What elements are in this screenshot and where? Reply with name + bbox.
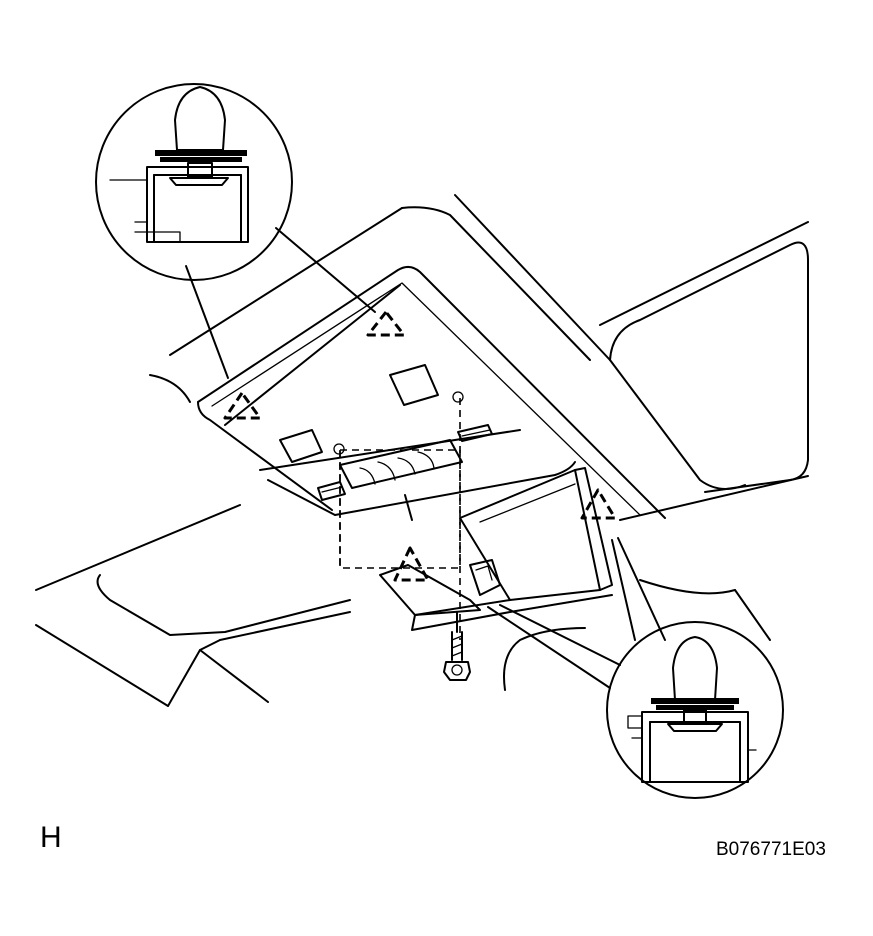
clip-4 <box>393 546 430 582</box>
clip-detail-lower-right <box>606 621 784 799</box>
view-letter-label: H <box>40 821 62 854</box>
screw <box>443 611 471 681</box>
overhead-console <box>197 266 666 631</box>
callout-leaders <box>185 227 666 689</box>
clip-small-circles <box>333 391 464 455</box>
clip-3 <box>580 488 617 520</box>
clip-2 <box>223 391 262 420</box>
roof-headliner <box>35 194 809 707</box>
figure-code-label: B076771E03 <box>716 839 826 860</box>
clip-detail-upper-left <box>95 83 293 281</box>
alignment-dashed-lines <box>339 398 461 640</box>
clip-1 <box>366 310 406 337</box>
